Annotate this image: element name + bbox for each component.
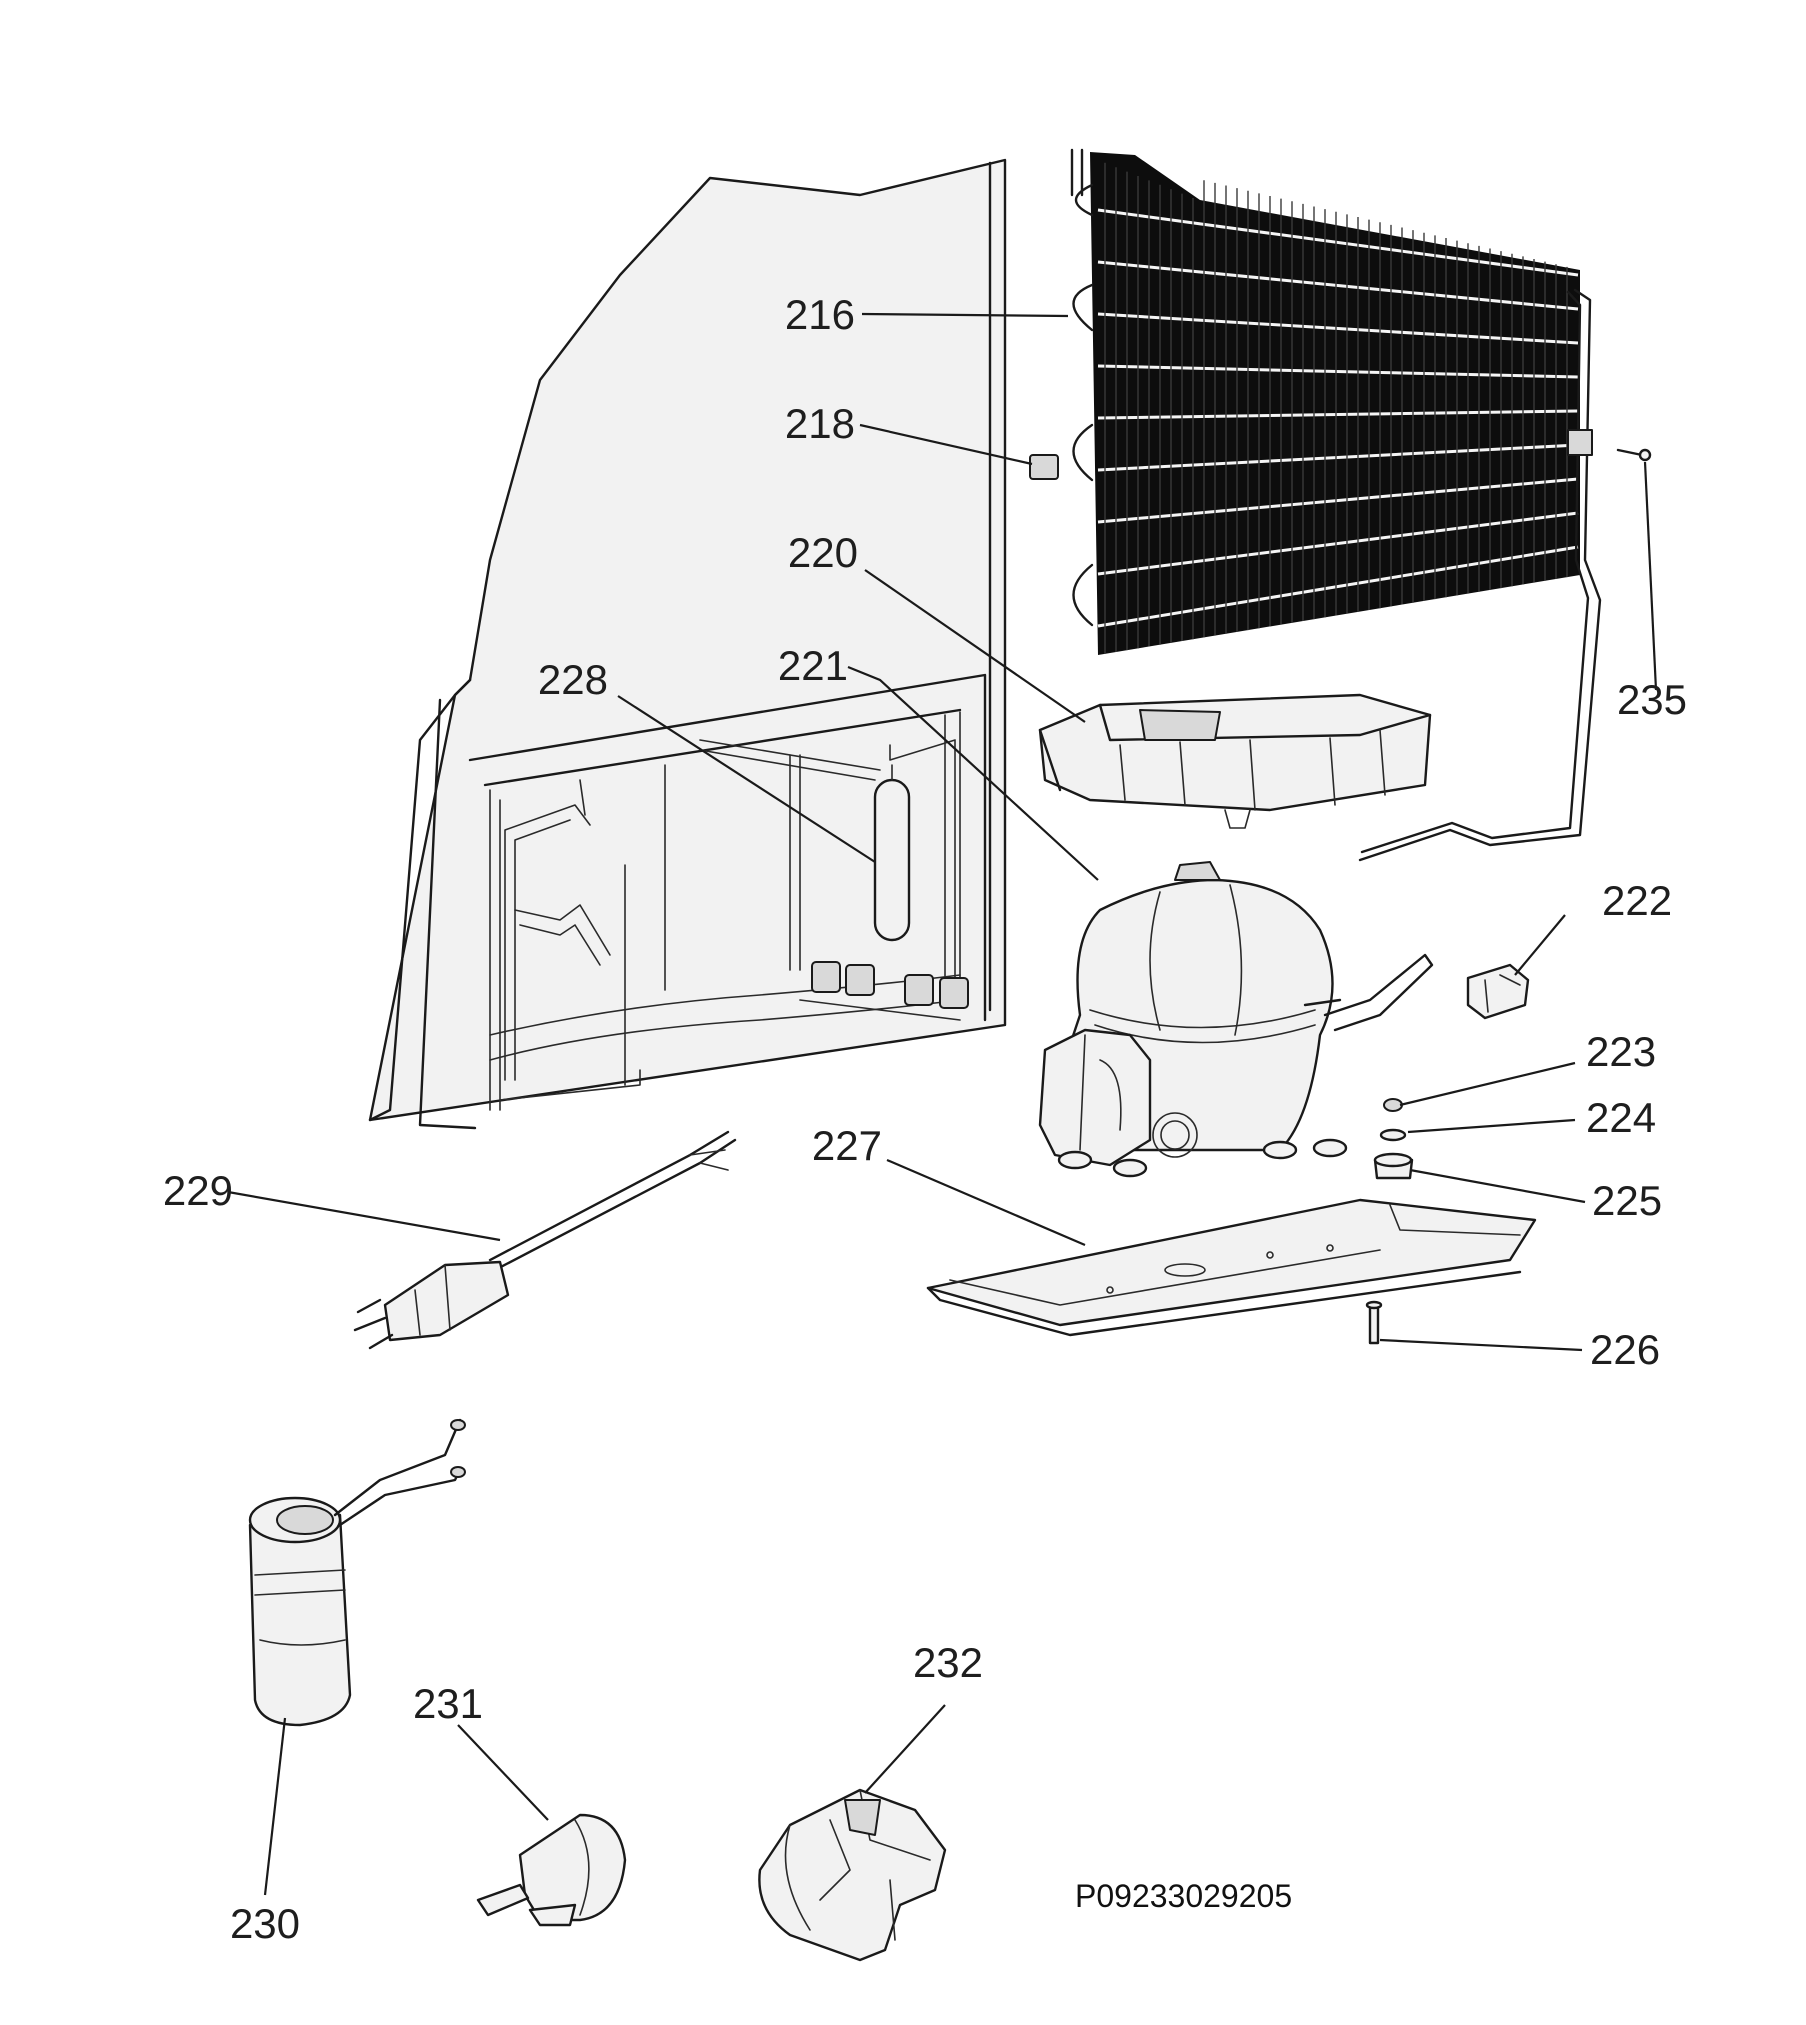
grommet-stack: [1373, 1098, 1414, 1180]
relay-part-222: [1466, 963, 1530, 1020]
condenser-coil: [1029, 148, 1602, 862]
callout-labels: 216 218 220 221 222 223 224 225 226 227 …: [163, 291, 1687, 1947]
callout-225: 225: [1592, 1177, 1662, 1224]
callout-227: 227: [812, 1122, 882, 1169]
power-cord: [353, 1130, 737, 1350]
compressor-base-plate: [926, 1198, 1537, 1337]
callout-224: 224: [1586, 1094, 1656, 1141]
callout-216: 216: [785, 291, 855, 338]
leader-lines: [227, 312, 1658, 1896]
drawing-code: P09233029205: [1075, 1878, 1292, 1914]
callout-218: 218: [785, 400, 855, 447]
cover-231: [476, 1813, 627, 1927]
callout-235: 235: [1617, 676, 1687, 723]
compressor: [1038, 861, 1434, 1178]
capacitor: [248, 1418, 466, 1727]
pin-226: [1365, 1300, 1383, 1345]
callout-231: 231: [413, 1680, 483, 1727]
callout-223: 223: [1586, 1028, 1656, 1075]
callout-226: 226: [1590, 1326, 1660, 1373]
cabinet-back-panel: [368, 158, 1007, 1130]
callout-232: 232: [913, 1639, 983, 1686]
drip-tray: [1038, 693, 1432, 829]
callout-229: 229: [163, 1167, 233, 1214]
screw-235: [1616, 448, 1652, 462]
callout-220: 220: [788, 529, 858, 576]
callout-230: 230: [230, 1900, 300, 1947]
cover-232: [758, 1788, 947, 1962]
callout-222: 222: [1602, 877, 1672, 924]
condenser-grille: [1097, 162, 1579, 654]
callout-221: 221: [778, 642, 848, 689]
callout-228: 228: [538, 656, 608, 703]
